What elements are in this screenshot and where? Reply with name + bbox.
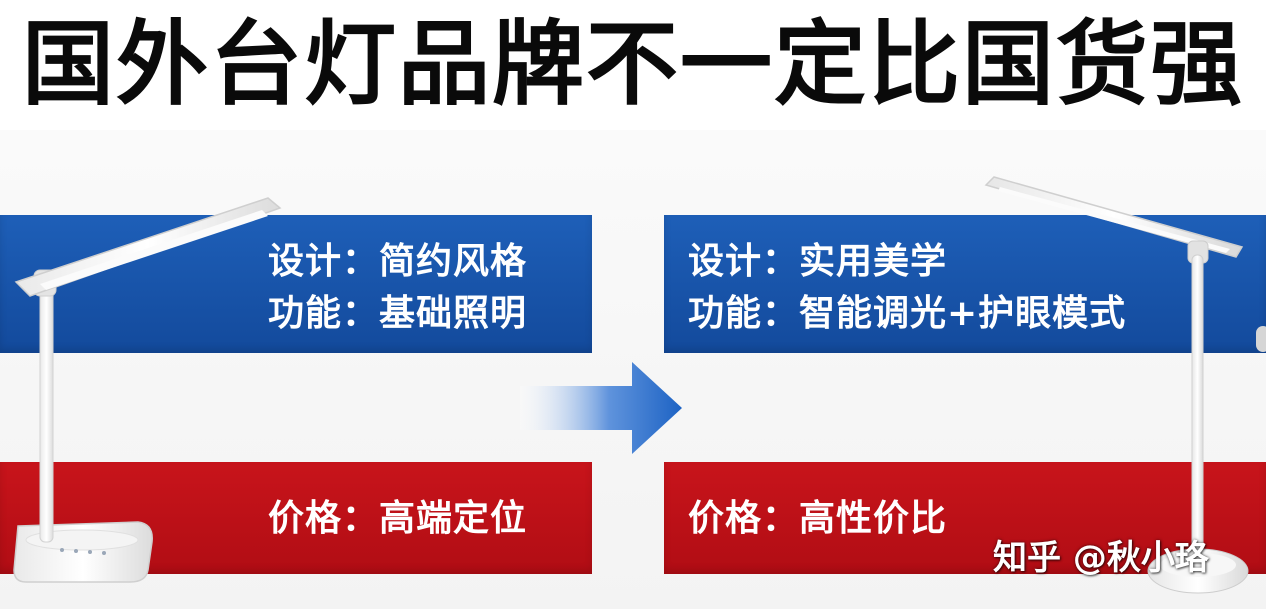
desk-lamp-icon bbox=[984, 176, 1249, 594]
watermark: 知乎 @秋小珞 bbox=[993, 538, 1209, 578]
page-title: 国外台灯品牌不一定比国货强 bbox=[21, 10, 1244, 118]
right-price-text: 价格：高性价比 bbox=[688, 498, 948, 539]
right-function-text: 功能：智能调光+护眼模式 bbox=[688, 293, 1127, 334]
left-spec-panel: 设计：简约风格 功能：基础照明 bbox=[0, 215, 592, 353]
edge-decoration bbox=[1256, 326, 1266, 352]
left-function-text: 功能：基础照明 bbox=[268, 293, 528, 334]
right-spec-panel: 设计：实用美学 功能：智能调光+护眼模式 bbox=[664, 215, 1266, 353]
left-price-text: 价格：高端定位 bbox=[268, 498, 528, 539]
right-price-panel: 价格：高性价比 bbox=[664, 462, 1266, 574]
desk-lamp-icon bbox=[13, 197, 282, 583]
right-arrow-icon bbox=[520, 362, 682, 454]
right-design-text: 设计：实用美学 bbox=[688, 241, 948, 282]
left-design-text: 设计：简约风格 bbox=[268, 241, 528, 282]
